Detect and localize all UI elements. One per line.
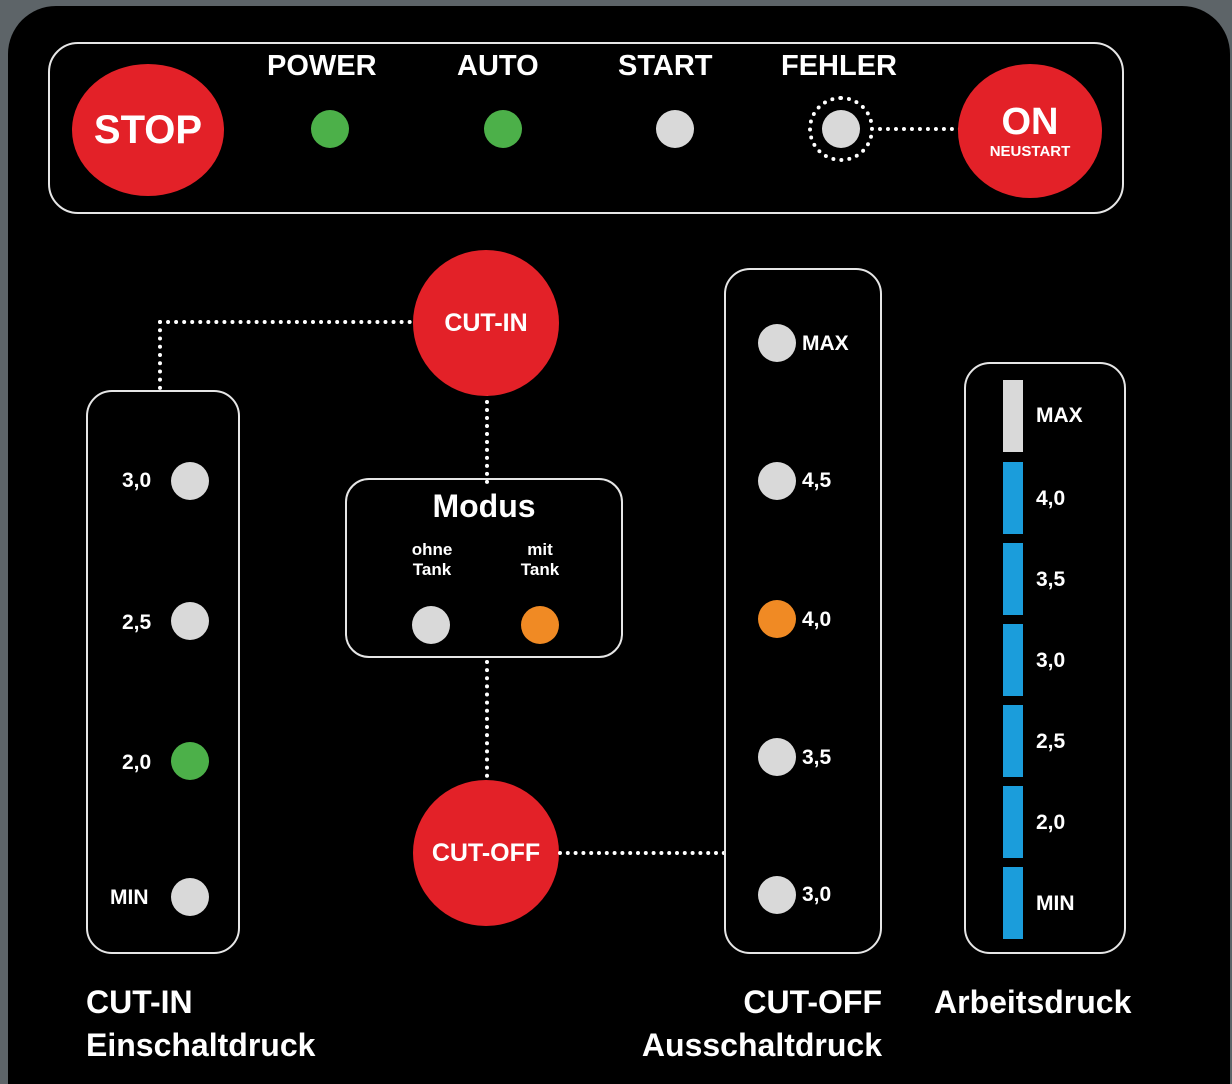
fehler-led: [822, 110, 860, 148]
arbeitsdruck-segment: [1003, 867, 1023, 939]
cut-in-level-led: [171, 878, 209, 916]
start-label: START: [618, 50, 713, 82]
arbeitsdruck-segment-max: [1003, 380, 1023, 452]
modus-title: Modus: [432, 488, 536, 524]
on-button-sublabel: NEUSTART: [989, 143, 1071, 160]
cut-off-levels-box: [724, 268, 882, 954]
modus-cut-off-connector: [485, 660, 489, 786]
cut-off-level-led: [758, 324, 796, 362]
cut-off-connector: [558, 851, 726, 855]
start-led: [656, 110, 694, 148]
cut-in-footer-subtitle: Einschaltdruck: [86, 1027, 316, 1063]
on-button[interactable]: ON NEUSTART: [958, 64, 1102, 198]
fehler-label: FEHLER: [781, 50, 897, 82]
arbeitsdruck-segment: [1003, 624, 1023, 696]
cut-off-level-label: MAX: [802, 332, 849, 355]
arbeitsdruck-level-label: 2,0: [1036, 811, 1066, 834]
cut-in-button[interactable]: CUT-IN: [413, 250, 559, 396]
cut-off-level-led: [758, 876, 796, 914]
cut-in-level-led: [171, 462, 209, 500]
arbeitsdruck-level-label: 3,0: [1036, 649, 1066, 672]
power-label: POWER: [267, 50, 377, 82]
cut-in-level-label: 3,0: [122, 469, 152, 492]
arbeitsdruck-segment: [1003, 543, 1023, 615]
cut-off-footer-title: CUT-OFF: [743, 984, 882, 1020]
arbeitsdruck-level-label: MIN: [1036, 892, 1075, 915]
cut-in-footer-title: CUT-IN: [86, 984, 193, 1020]
arbeitsdruck-level-label: MAX: [1036, 404, 1083, 427]
fehler-connector: [878, 127, 962, 131]
cut-in-button-label: CUT-IN: [444, 308, 528, 337]
stop-button-label: STOP: [93, 108, 203, 152]
arbeitsdruck-segment: [1003, 462, 1023, 534]
fehler-led-ring: [808, 96, 874, 162]
auto-label: AUTO: [457, 50, 539, 82]
cut-off-button-label: CUT-OFF: [431, 838, 541, 867]
cut-off-level-label: 3,0: [802, 883, 832, 906]
cut-off-level-label: 3,5: [802, 746, 832, 769]
on-button-label: ON: [1001, 101, 1059, 143]
auto-led: [484, 110, 522, 148]
cut-off-level-led: [758, 462, 796, 500]
cut-off-level-label: 4,0: [802, 608, 832, 631]
modus-box: [345, 478, 623, 658]
modus-mit-tank-led: [521, 606, 559, 644]
modus-option-mit-tank-label: mit Tank: [520, 540, 560, 579]
cut-in-level-led-active: [171, 742, 209, 780]
cut-in-level-led: [171, 602, 209, 640]
cut-in-level-label: MIN: [110, 886, 149, 909]
cut-off-level-led: [758, 738, 796, 776]
modus-ohne-tank-led: [412, 606, 450, 644]
arbeitsdruck-title: Arbeitsdruck: [934, 984, 1132, 1020]
arbeitsdruck-level-label: 3,5: [1036, 568, 1066, 591]
cut-in-modus-connector: [485, 392, 489, 484]
cut-in-level-label: 2,5: [122, 611, 152, 634]
arbeitsdruck-level-label: 2,5: [1036, 730, 1066, 753]
cut-off-level-led-active: [758, 600, 796, 638]
modus-option-ohne-tank-label: ohne Tank: [411, 540, 453, 579]
cut-in-connector-v: [158, 320, 162, 390]
cut-in-connector-h: [158, 320, 420, 324]
arbeitsdruck-segment: [1003, 705, 1023, 777]
cut-off-level-label: 4,5: [802, 469, 832, 492]
status-bar: [48, 42, 1124, 214]
arbeitsdruck-box: [964, 362, 1126, 954]
cut-off-button[interactable]: CUT-OFF: [413, 780, 559, 926]
arbeitsdruck-segment: [1003, 786, 1023, 858]
cut-in-levels-box: [86, 390, 240, 954]
power-led: [311, 110, 349, 148]
stop-button[interactable]: STOP: [72, 64, 224, 196]
arbeitsdruck-level-label: 4,0: [1036, 487, 1066, 510]
cut-off-footer-subtitle: Ausschaltdruck: [641, 1027, 882, 1063]
cut-in-level-label: 2,0: [122, 751, 152, 774]
